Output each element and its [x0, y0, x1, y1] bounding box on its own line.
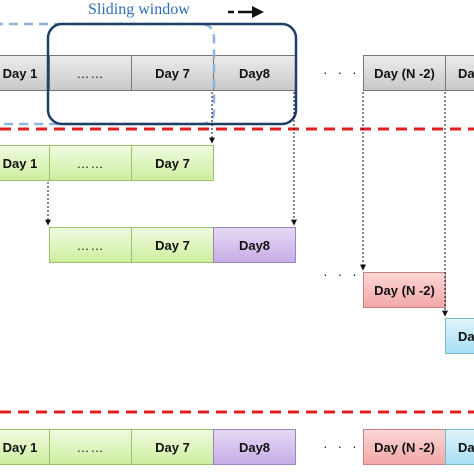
row2-dots-cell: ……: [49, 227, 132, 263]
row2-day7-cell: Day 7: [131, 227, 214, 263]
row3-dayN2-cell: Day (N -2): [363, 272, 446, 308]
row5-dots-cell: ……: [49, 429, 132, 465]
row0-day8-cell: Day8: [213, 55, 296, 91]
row2-day8-cell: Day8: [213, 227, 296, 263]
row0-dayNx-cell: Day: [445, 55, 474, 91]
row1-day7-cell: Day 7: [131, 145, 214, 181]
row3-ellipsis: · · ·: [323, 266, 360, 282]
row1-dots-cell: ……: [49, 145, 132, 181]
row0-day7-cell: Day 7: [131, 55, 214, 91]
row0-ellipsis: · · ·: [323, 64, 360, 80]
row5-ellipsis: · · ·: [323, 438, 360, 454]
row0-dayN2-cell: Day (N -2): [363, 55, 446, 91]
diagram-title: Sliding window: [88, 1, 190, 18]
arrow-right-icon: [228, 6, 264, 18]
row5-dayNx-cell: Day: [445, 429, 474, 465]
previous-window-frame: [0, 22, 216, 126]
row5-day1-cell: Day 1: [0, 429, 50, 465]
row5-day8-cell: Day8: [213, 429, 296, 465]
row1-day1-cell: Day 1: [0, 145, 50, 181]
row4-dayNx-cell: Day: [445, 318, 474, 354]
sliding-window-frame: [46, 22, 298, 126]
row0-day1-cell: Day 1: [0, 55, 50, 91]
row5-day7-cell: Day 7: [131, 429, 214, 465]
